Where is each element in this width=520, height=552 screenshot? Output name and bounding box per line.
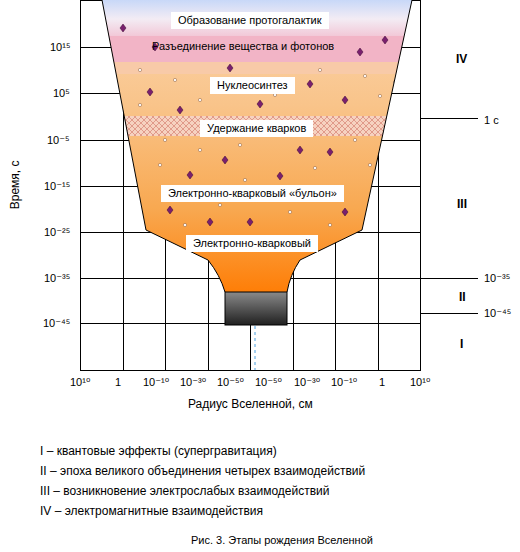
figure-caption: Рис. 3. Этапы рождения Вселенной [191, 534, 373, 547]
axis-label: 10⁻²⁵ [44, 226, 70, 239]
axis-label: 10⁻⁵ [47, 134, 70, 147]
legend-note: I – квантовые эффекты (супергравитация) [40, 445, 277, 459]
stage-marker: 10⁻³⁵ [484, 272, 510, 285]
center-line [255, 326, 256, 370]
axis-label: 10⁻³⁵ [44, 272, 70, 285]
stage-text: Нуклеосинтез [217, 79, 288, 91]
axis-label: 10¹⁵ [50, 41, 70, 54]
axis-label: 10⁻¹⁰ [331, 376, 357, 389]
stage-box: Разъединение вещества и фотонов [145, 38, 341, 55]
funnel-body [80, 0, 440, 300]
axis-label: 10⁻⁵⁰ [217, 376, 244, 389]
axis-label: Радиус Вселенной, см [188, 398, 313, 412]
stage-text: Электронно-кварковый [193, 237, 311, 249]
stage-box: Удержание кварков [200, 120, 313, 137]
axis-label: 10⁻¹⁰ [143, 376, 169, 389]
axis-label: 10⁻¹⁵ [44, 180, 70, 193]
stage-marker: IV [456, 53, 467, 67]
stage-text: Разъединение вещества и фотонов [152, 40, 334, 52]
stage-marker: 10⁻⁴⁵ [484, 307, 511, 320]
axis-label: 1 [379, 376, 385, 389]
axis-label: 10⁻³⁰ [180, 376, 206, 389]
axis-label: Время, с [9, 161, 23, 210]
legend-note: II – эпоха великого объединения четырех … [40, 465, 365, 479]
axis-label: 1 [115, 376, 121, 389]
stage-marker: II [459, 291, 466, 305]
stage-marker: III [457, 198, 467, 212]
funnel-outline [102, 0, 412, 292]
legend-note: IV – электромагнитные взаимодействия [40, 505, 263, 519]
stage-box: Электронно-кварковый «бульон» [161, 185, 344, 202]
stage-text: Образование протогалактик [178, 14, 322, 26]
stage-text: Удержание кварков [207, 122, 306, 134]
axis-label: 10⁻⁵⁰ [255, 376, 282, 389]
stage-box: Образование протогалактик [171, 12, 329, 29]
stage-text: Электронно-кварковый «бульон» [168, 187, 337, 199]
stage-marker: I [460, 338, 463, 352]
axis-label: 10⁻³⁰ [294, 376, 320, 389]
legend-note: III – возникновение электрослабых взаимо… [40, 485, 329, 499]
stage-box: Электронно-кварковый [186, 235, 318, 252]
axis-label: 10¹⁰ [70, 376, 90, 389]
singularity-block [225, 292, 287, 325]
stage-box: Нуклеосинтез [210, 77, 295, 94]
axis-label: 10⁵ [53, 87, 70, 100]
stage-leaders [420, 119, 478, 314]
stage-marker: 1 с [484, 114, 499, 127]
axis-label: 10⁻⁴⁵ [43, 317, 70, 330]
axis-label: 10¹⁰ [410, 376, 430, 389]
